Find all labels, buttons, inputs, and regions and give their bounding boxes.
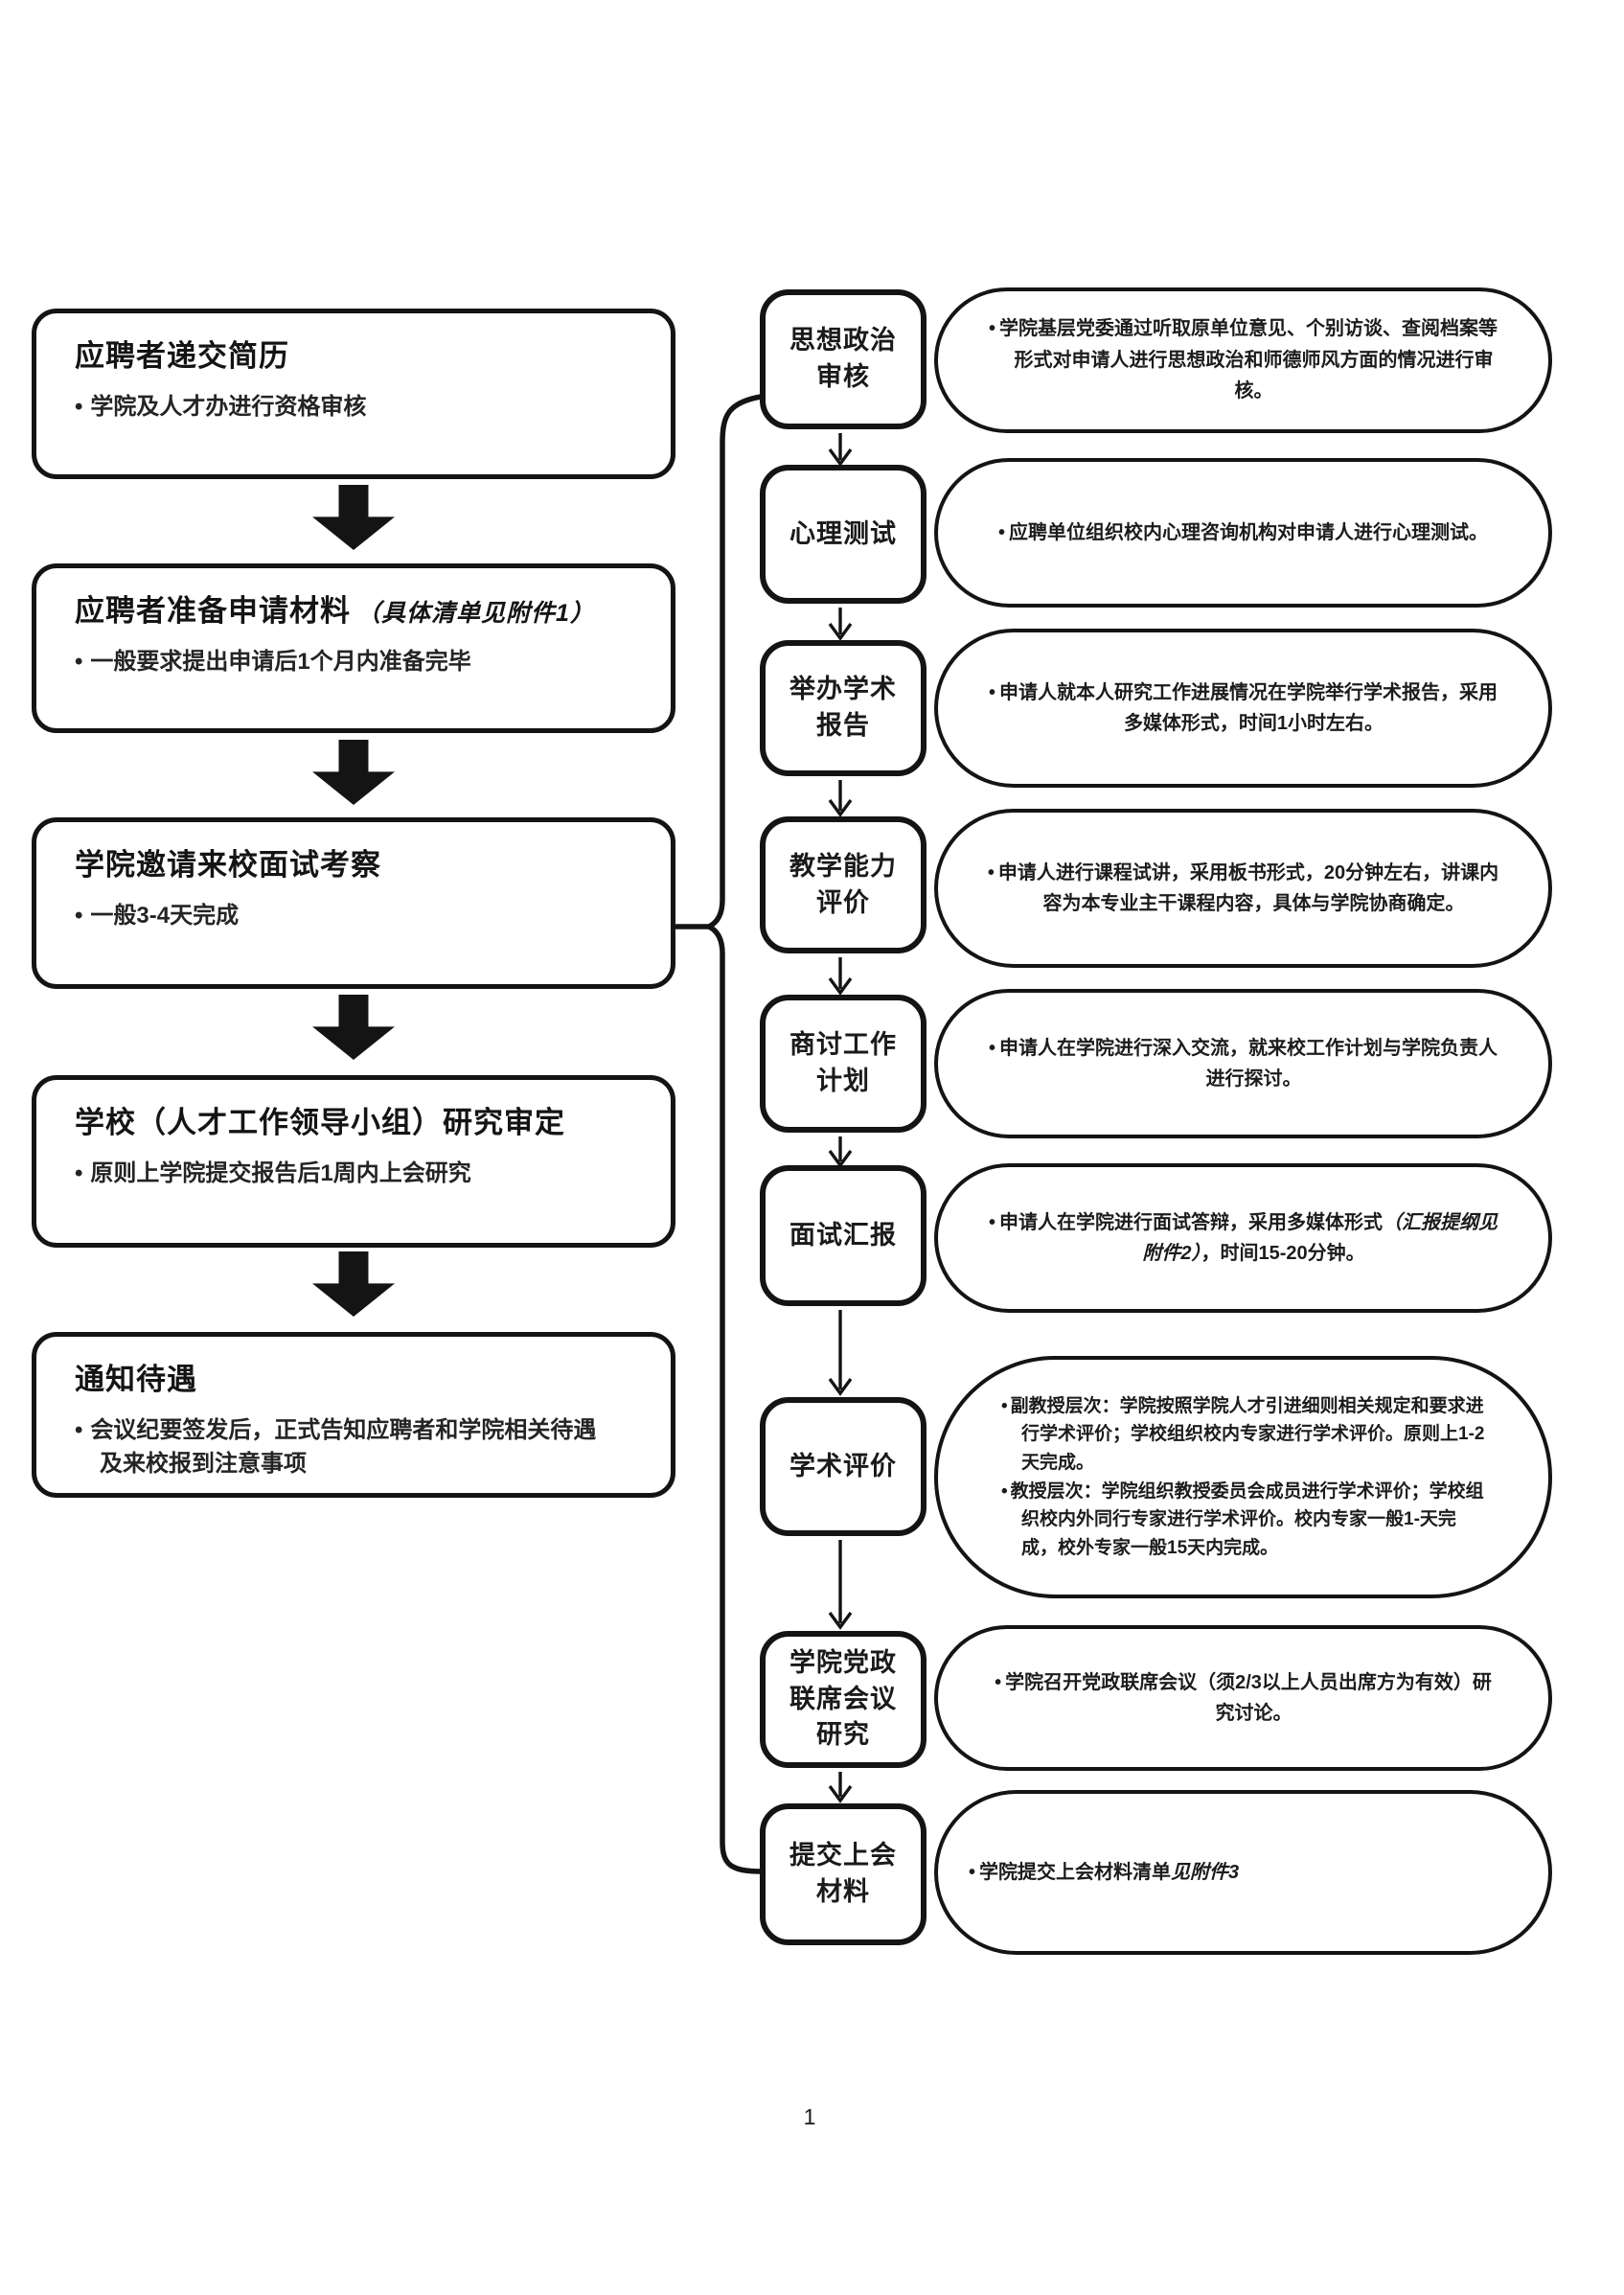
note-bullet: 教授层次：学院组织教授委员会成员进行学术评价；学校组织校内外同行专家进行学术评价… <box>1001 1478 1491 1563</box>
stage-label: 提交上会 材料 <box>789 1841 897 1906</box>
note-academic-report: 申请人就本人研究工作进展情况在学院举行学术报告，采用多媒体形式，时间1小时左右。 <box>934 629 1552 788</box>
step-bullet: 学院及人才办进行资格审核 <box>75 391 642 425</box>
step-title-text: 通知待遇 <box>75 1363 197 1396</box>
down-arrow-icon <box>828 780 853 817</box>
note-interview-presentation: 申请人在学院进行面试答辩，采用多媒体形式（汇报提纲见附件2），时间15-20分钟… <box>934 1163 1552 1313</box>
note-text: 申请人在学院进行面试答辩，采用多媒体形式（汇报提纲见附件2），时间15-20分钟… <box>938 1207 1548 1270</box>
stage-teaching-eval: 教学能力 评价 <box>760 816 926 953</box>
stage-academic-eval: 学术评价 <box>760 1397 926 1536</box>
step-bullet: 一般要求提出申请后1个月内准备完毕 <box>75 646 642 679</box>
down-arrow-icon <box>828 433 853 467</box>
down-arrow-icon <box>828 1136 853 1168</box>
step-notify-offer: 通知待遇 会议纪要签发后，正式告知应聘者和学院相关待遇及来校报到注意事项 <box>32 1332 675 1498</box>
stage-political-review: 思想政治 审核 <box>760 289 926 429</box>
note-submit-materials: 学院提交上会材料清单见附件3 <box>934 1790 1552 1955</box>
stage-joint-meeting: 学院党政 联席会议 研究 <box>760 1631 926 1768</box>
block-down-arrow-icon <box>312 740 395 805</box>
step-title-text: 学校（人才工作领导小组）研究审定 <box>75 1106 565 1139</box>
block-down-arrow-icon <box>312 1251 395 1317</box>
brace-connector <box>674 394 765 1874</box>
note-text: 申请人进行课程试讲，采用板书形式，20分钟左右，讲课内容为本专业主干课程内容，具… <box>938 858 1548 920</box>
step-bullet: 会议纪要签发后，正式告知应聘者和学院相关待遇及来校报到注意事项 <box>75 1414 617 1481</box>
note-psych-test: 应聘单位组织校内心理咨询机构对申请人进行心理测试。 <box>934 458 1552 608</box>
note-teaching-eval: 申请人进行课程试讲，采用板书形式，20分钟左右，讲课内容为本专业主干课程内容，具… <box>934 809 1552 968</box>
down-arrow-icon <box>828 1310 853 1396</box>
stage-academic-report: 举办学术 报告 <box>760 640 926 776</box>
step-title-text: 应聘者准备申请材料 <box>75 594 351 628</box>
step-title-note: （具体清单见附件1） <box>356 600 595 627</box>
down-arrow-icon <box>828 608 853 641</box>
step-title: 学校（人才工作领导小组）研究审定 <box>75 1105 642 1142</box>
down-arrow-icon <box>828 1540 853 1630</box>
step-title: 应聘者准备申请材料（具体清单见附件1） <box>75 593 642 631</box>
note-text: 副教授层次：学院按照学院人才引进细则相关规定和要求进行学术评价；学校组织校内专家… <box>938 1392 1548 1563</box>
note-academic-eval: 副教授层次：学院按照学院人才引进细则相关规定和要求进行学术评价；学校组织校内专家… <box>934 1356 1552 1598</box>
note-text: 学院基层党委通过听取原单位意见、个别访谈、查阅档案等形式对申请人进行思想政治和师… <box>938 313 1548 406</box>
stage-label: 举办学术 报告 <box>789 675 897 740</box>
note-text: 学院召开党政联席会议（须2/3以上人员出席方为有效）研究讨论。 <box>938 1667 1548 1730</box>
note-text: 学院提交上会材料清单见附件3 <box>938 1857 1268 1888</box>
note-work-plan: 申请人在学院进行深入交流，就来校工作计划与学院负责人进行探讨。 <box>934 989 1552 1138</box>
step-title: 应聘者递交简历 <box>75 338 642 376</box>
stage-label: 心理测试 <box>789 518 897 548</box>
block-down-arrow-icon <box>312 995 395 1060</box>
note-text: 应聘单位组织校内心理咨询机构对申请人进行心理测试。 <box>950 517 1536 548</box>
stage-label: 学院党政 联席会议 研究 <box>789 1647 897 1750</box>
step-submit-resume: 应聘者递交简历 学院及人才办进行资格审核 <box>32 309 675 479</box>
note-joint-meeting: 学院召开党政联席会议（须2/3以上人员出席方为有效）研究讨论。 <box>934 1625 1552 1771</box>
stage-submit-materials: 提交上会 材料 <box>760 1803 926 1945</box>
down-arrow-icon <box>828 957 853 996</box>
note-text: 申请人在学院进行深入交流，就来校工作计划与学院负责人进行探讨。 <box>938 1033 1548 1095</box>
step-title-text: 应聘者递交简历 <box>75 339 289 373</box>
step-title: 通知待遇 <box>75 1362 642 1399</box>
stage-work-plan: 商讨工作 计划 <box>760 995 926 1133</box>
stage-label: 教学能力 评价 <box>789 851 897 917</box>
block-down-arrow-icon <box>312 485 395 550</box>
step-bullet: 一般3-4天完成 <box>75 900 642 933</box>
step-prepare-materials: 应聘者准备申请材料（具体清单见附件1） 一般要求提出申请后1个月内准备完毕 <box>32 563 675 733</box>
step-title-text: 学院邀请来校面试考察 <box>75 848 381 882</box>
note-text: 申请人就本人研究工作进展情况在学院举行学术报告，采用多媒体形式，时间1小时左右。 <box>938 677 1548 740</box>
step-school-review: 学校（人才工作领导小组）研究审定 原则上学院提交报告后1周内上会研究 <box>32 1075 675 1248</box>
page-number: 1 <box>803 2104 816 2129</box>
step-title: 学院邀请来校面试考察 <box>75 847 642 884</box>
stage-label: 面试汇报 <box>789 1220 897 1250</box>
note-political-review: 学院基层党委通过听取原单位意见、个别访谈、查阅档案等形式对申请人进行思想政治和师… <box>934 287 1552 433</box>
stage-label: 学术评价 <box>789 1451 897 1480</box>
stage-label: 思想政治 审核 <box>789 326 897 391</box>
stage-interview-presentation: 面试汇报 <box>760 1165 926 1306</box>
stage-label: 商讨工作 计划 <box>789 1030 897 1095</box>
step-campus-interview: 学院邀请来校面试考察 一般3-4天完成 <box>32 817 675 989</box>
note-bullet: 副教授层次：学院按照学院人才引进细则相关规定和要求进行学术评价；学校组织校内专家… <box>1001 1392 1491 1478</box>
step-bullet: 原则上学院提交报告后1周内上会研究 <box>75 1158 642 1191</box>
down-arrow-icon <box>828 1772 853 1803</box>
stage-psych-test: 心理测试 <box>760 465 926 604</box>
